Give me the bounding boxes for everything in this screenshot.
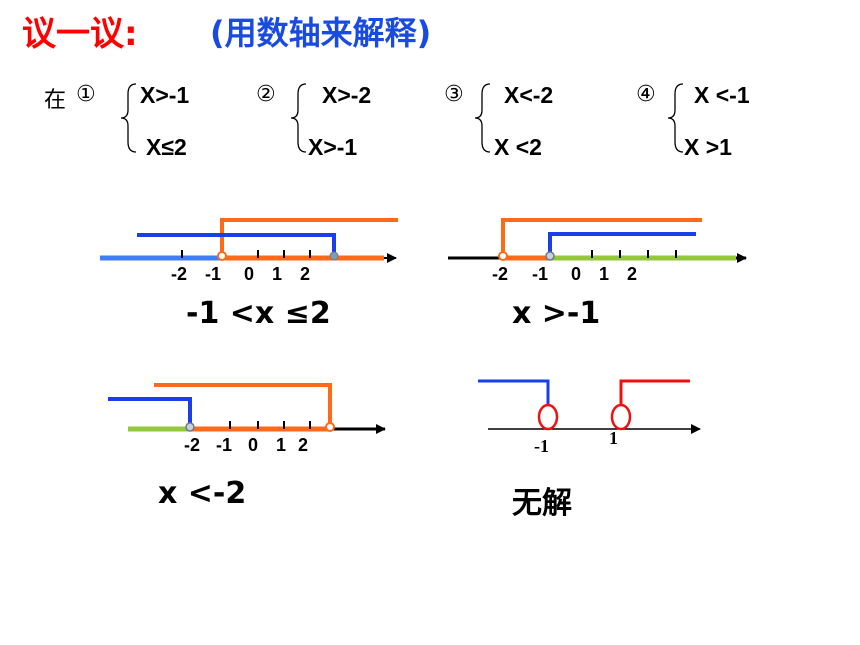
slide-subtitle: (用数轴来解释)	[210, 14, 432, 52]
system-3-line2: X <2	[494, 134, 542, 160]
brace-1	[120, 83, 137, 153]
system-4-line2: X >1	[684, 134, 732, 160]
tick-label-3-1: -1	[216, 435, 232, 455]
system-3-index: ③	[444, 82, 464, 107]
bracket-x-gt-minus2	[501, 218, 702, 256]
open-dot-minus1-b	[545, 251, 555, 261]
tick-label-1-3: 1	[272, 264, 282, 284]
tick-label-4-0: -1	[534, 436, 549, 456]
prefix-label: 在	[44, 88, 67, 113]
system-2-line1: X>-2	[322, 82, 372, 108]
bracket-x-lt-minus2	[108, 397, 192, 427]
open-dot-minus1	[217, 251, 227, 261]
tick-label-1-1: -1	[205, 264, 221, 284]
open-circle-1	[610, 403, 632, 431]
tick-label-1-4: 2	[300, 264, 310, 284]
number-line-4: -1 1	[478, 379, 701, 456]
tick-label-2-4: 2	[627, 264, 637, 284]
ticks-3	[229, 421, 311, 429]
tick-label-4-1: 1	[609, 428, 618, 448]
slide-title: 议一议:	[22, 14, 138, 54]
system-2-index: ②	[256, 82, 276, 107]
open-dot-minus2-c	[185, 422, 195, 432]
answer-3: x <-2	[158, 476, 247, 511]
number-line-2: -2 -1 0 1 2	[448, 218, 747, 284]
answer-2: x >-1	[512, 296, 601, 331]
brace-4	[667, 83, 684, 153]
tick-label-2-0: -2	[492, 264, 508, 284]
answer-4: 无解	[512, 486, 572, 521]
system-2-line2: X>-1	[308, 134, 358, 160]
bracket-x-le-2	[137, 233, 336, 256]
tick-label-2-2: 0	[571, 264, 581, 284]
bracket-x-gt-minus1	[220, 218, 398, 256]
number-line-1: -2 -1 0 1 2	[100, 218, 398, 284]
tick-label-2-3: 1	[599, 264, 609, 284]
bracket-x-lt-minus1	[478, 379, 550, 405]
tick-label-3-3: 1	[276, 435, 286, 455]
tick-label-1-0: -2	[171, 264, 187, 284]
brace-3	[474, 83, 491, 153]
bracket-x-gt-1	[619, 379, 690, 405]
system-3-line1: X<-2	[504, 82, 554, 108]
system-1-line2: X≤2	[146, 134, 187, 160]
system-1-line1: X>-1	[140, 82, 190, 108]
bracket-x-gt-minus1-b	[548, 232, 696, 256]
open-dot-2-c	[325, 422, 335, 432]
system-4-index: ④	[636, 82, 656, 107]
open-dot-minus2	[498, 251, 508, 261]
tick-label-1-2: 0	[244, 264, 254, 284]
system-1-index: ①	[76, 82, 96, 107]
number-line-3: -2 -1 0 1 2	[108, 383, 386, 455]
tick-label-3-2: 0	[248, 435, 258, 455]
ticks-1	[181, 250, 311, 258]
ticks-2	[591, 250, 677, 258]
system-braces	[120, 83, 684, 153]
closed-dot-2	[329, 251, 339, 261]
tick-label-2-1: -1	[532, 264, 548, 284]
tick-label-3-4: 2	[298, 435, 308, 455]
brace-2	[290, 83, 307, 153]
system-4-line1: X <-1	[694, 82, 750, 108]
answer-1: -1 <x ≤2	[186, 296, 331, 331]
tick-label-3-0: -2	[184, 435, 200, 455]
open-circle-minus1	[537, 403, 559, 431]
bracket-x-lt-2	[154, 383, 332, 427]
